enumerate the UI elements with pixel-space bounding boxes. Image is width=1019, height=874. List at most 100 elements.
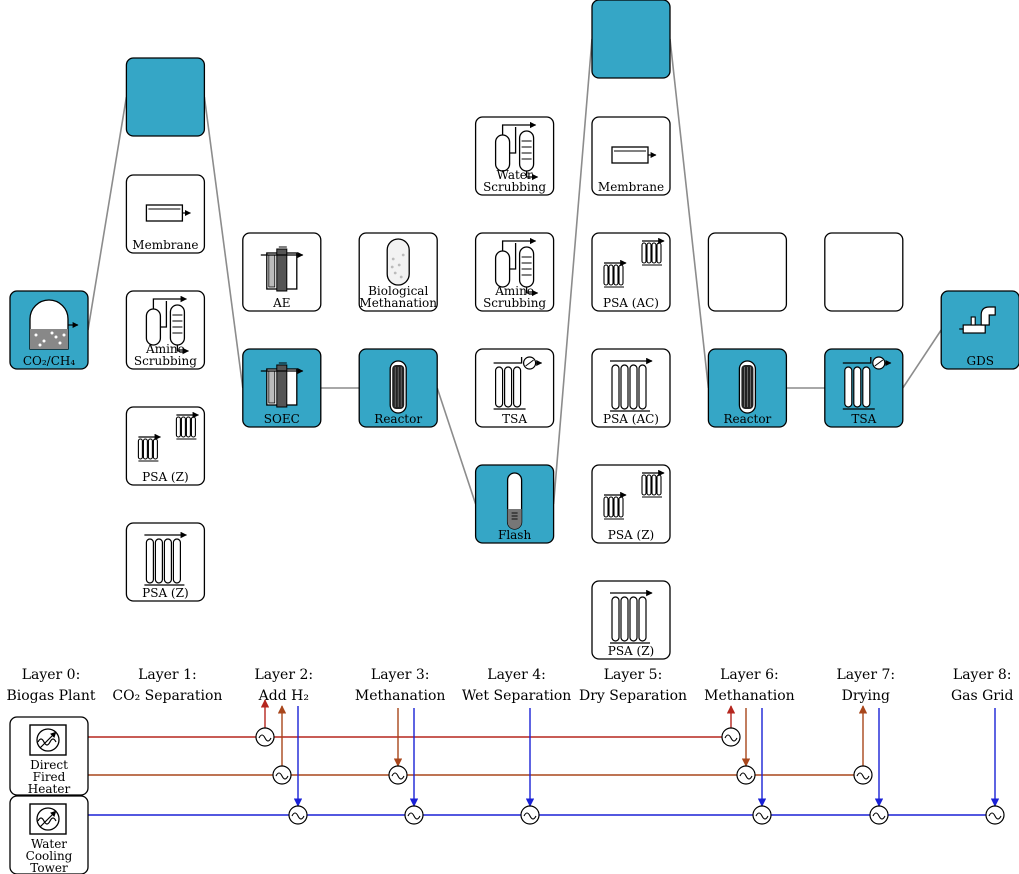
unit-label: PSA (Z) [608, 644, 654, 658]
layer-title: Layer 5: [604, 667, 663, 683]
layer-subtitle: Dry Separation [579, 688, 687, 704]
unit-box-membrane1[interactable]: Membrane [125, 174, 206, 254]
unit-label: Amine [494, 284, 534, 298]
path-connector [436, 387, 477, 505]
unit-box-psaac5b[interactable]: PSA (AC) [591, 348, 671, 428]
unit-box-soec[interactable]: SOEC [242, 348, 322, 428]
heat-exchanger-icon [853, 765, 873, 785]
layer-title: Layer 3: [371, 667, 430, 683]
layer-title: Layer 7: [836, 667, 895, 683]
heat-exchanger-icon [255, 727, 275, 747]
flash-drum-icon [506, 472, 523, 530]
utility-label: Fired [33, 770, 66, 784]
layer-title: Layer 1: [138, 667, 197, 683]
unit-label: TSA [851, 412, 876, 426]
psa-large-icon [610, 589, 653, 644]
layer-labels: Layer 0: Biogas Plant Layer 1: CO₂ Separati… [6, 667, 1013, 704]
heat-exchanger-icon [721, 727, 741, 747]
heat-exchanger-icon [388, 765, 408, 785]
utility-lines [88, 699, 1005, 825]
unit-label: Membrane [132, 238, 198, 252]
path-connector [203, 96, 244, 389]
scrubbing-column-icon [145, 295, 190, 355]
unit-box-psaz5b[interactable]: PSA (Z) [591, 580, 671, 660]
unit-label: GDS [966, 354, 993, 368]
unit-box-tsa7[interactable]: TSA [824, 348, 904, 428]
unit-box-bypass7[interactable] [824, 232, 904, 312]
unit-label-group: TSA [851, 412, 876, 426]
unit-frame [591, 0, 671, 79]
unit-label-group: Membrane [132, 238, 198, 252]
heat-exchanger-icon [752, 805, 772, 825]
unit-frame [824, 232, 904, 312]
unit-label: Scrubbing [483, 180, 546, 194]
unit-label-group: AE [272, 296, 290, 310]
psa-small-icon [603, 237, 665, 288]
unit-label: AE [272, 296, 290, 310]
layer-title: Layer 0: [22, 667, 81, 683]
unit-label: Membrane [598, 180, 664, 194]
unit-box-reactor3[interactable]: Reactor [358, 348, 438, 428]
heater-icon [29, 803, 67, 835]
unit-box-psaac5a[interactable]: PSA (AC) [591, 232, 671, 312]
unit-box-biogas[interactable]: CO₂/CH₄ [9, 290, 89, 370]
heat-exchanger-icon [272, 765, 292, 785]
heat-exchanger-icon [404, 805, 424, 825]
path-connector [87, 96, 128, 331]
unit-label-group: PSA (AC) [603, 296, 659, 310]
unit-box-gds[interactable]: GDS [940, 290, 1019, 370]
unit-label: Reactor [374, 412, 422, 426]
layer-subtitle: Biogas Plant [6, 688, 95, 704]
unit-label-group: CO₂/CH₄ [23, 354, 76, 368]
layer-subtitle: Drying [842, 688, 890, 704]
unit-box-bypass5[interactable] [591, 0, 671, 79]
unit-box-flash4[interactable]: Flash [474, 464, 555, 544]
layer-subtitle: CO₂ Separation [112, 688, 222, 704]
utility-label: Water [31, 837, 67, 851]
pipe-connector-icon [959, 306, 996, 334]
unit-box-ae[interactable]: AE [242, 232, 322, 312]
layer-subtitle: Methanation [704, 688, 795, 704]
unit-label-group: Membrane [598, 180, 664, 194]
unit-label-group: TSA [502, 412, 527, 426]
unit-box-bypass6[interactable] [707, 232, 788, 312]
unit-label-group: PSA (AC) [603, 412, 659, 426]
unit-label: PSA (AC) [603, 296, 659, 310]
unit-label-group: Reactor [724, 412, 772, 426]
unit-box-psaz1b[interactable]: PSA (Z) [125, 522, 206, 602]
heat-exchanger-icon [985, 805, 1005, 825]
utility-label: Direct [30, 758, 68, 772]
layer-subtitle: Gas Grid [951, 688, 1014, 704]
utility-label: Tower [30, 861, 68, 874]
unit-frame [125, 57, 206, 137]
layer-subtitle: Methanation [355, 688, 446, 704]
path-connector [669, 38, 710, 389]
unit-box-membrane5[interactable]: Membrane [591, 116, 671, 196]
unit-label: Flash [498, 528, 531, 542]
unit-label: Amine [145, 342, 185, 356]
unit-label-group: Reactor [374, 412, 422, 426]
membrane-icon [145, 204, 192, 222]
unit-box-bypass1[interactable] [125, 57, 206, 137]
unit-box-psaz1[interactable]: PSA (Z) [125, 406, 206, 486]
unit-label: CO₂/CH₄ [23, 354, 76, 368]
unit-label: TSA [502, 412, 527, 426]
packed-reactor-icon [738, 360, 757, 414]
unit-box-reactor6[interactable]: Reactor [707, 348, 788, 428]
unit-box-tsa4[interactable]: TSA [474, 348, 555, 428]
unit-box-psaz5a[interactable]: PSA (Z) [591, 464, 671, 544]
unit-label-group: GDS [966, 354, 993, 368]
heater-icon [29, 724, 67, 756]
membrane-icon [611, 146, 657, 164]
